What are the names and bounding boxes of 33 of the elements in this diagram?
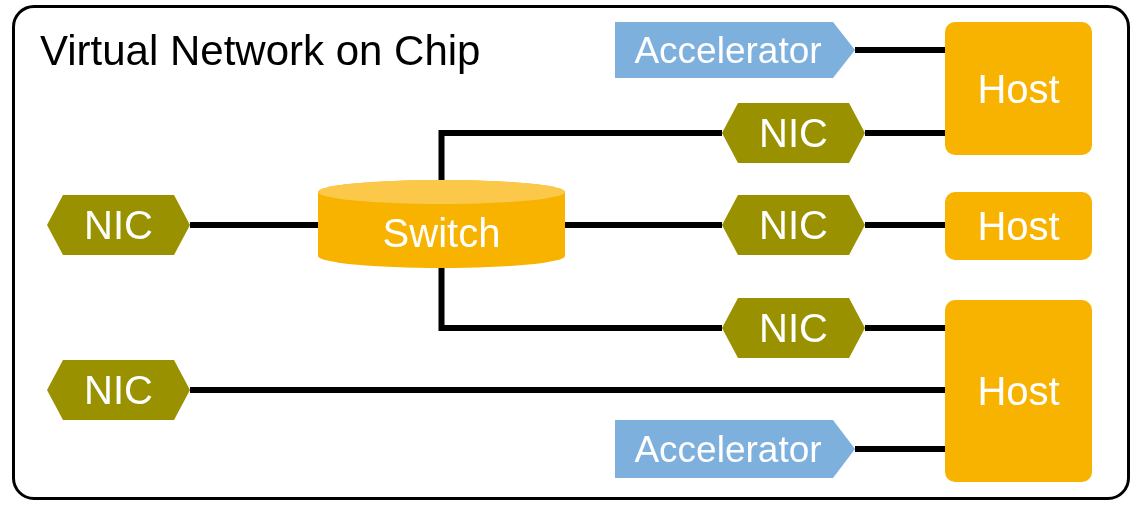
pentagon-arrow-box bbox=[615, 22, 855, 78]
node-label: Host bbox=[977, 68, 1060, 109]
connector-line bbox=[865, 130, 945, 136]
connector-line bbox=[565, 222, 722, 228]
hexagon-box bbox=[47, 360, 190, 420]
connector-line bbox=[865, 325, 945, 331]
node-label: NIC bbox=[84, 370, 153, 410]
node-label: Switch bbox=[382, 213, 501, 253]
hexagon-box bbox=[722, 103, 865, 163]
switch-cylinder bbox=[318, 180, 565, 268]
connector-line bbox=[865, 222, 945, 228]
hexagon-box bbox=[47, 195, 190, 255]
node-label: NIC bbox=[759, 308, 828, 348]
node-label: NIC bbox=[84, 205, 153, 245]
connector-line bbox=[855, 47, 945, 53]
hexagon-box bbox=[722, 298, 865, 358]
node-label: Host bbox=[977, 371, 1060, 411]
connector-line bbox=[855, 446, 945, 452]
hexagon-box bbox=[722, 195, 865, 255]
node-label: Host bbox=[977, 206, 1060, 246]
host-box bbox=[945, 300, 1092, 482]
node-label: NIC bbox=[759, 205, 828, 245]
connector-line bbox=[190, 222, 318, 228]
connector-line bbox=[190, 387, 945, 393]
host-box bbox=[945, 22, 1092, 155]
node-label: Accelerator bbox=[634, 430, 823, 468]
node-label: Accelerator bbox=[634, 31, 823, 69]
node-label: NIC bbox=[759, 113, 828, 153]
title: Virtual Network on Chip bbox=[40, 30, 481, 72]
connector-line bbox=[438, 130, 722, 180]
pentagon-arrow-box bbox=[615, 420, 855, 478]
connector-line bbox=[438, 268, 722, 331]
host-box bbox=[945, 192, 1092, 260]
